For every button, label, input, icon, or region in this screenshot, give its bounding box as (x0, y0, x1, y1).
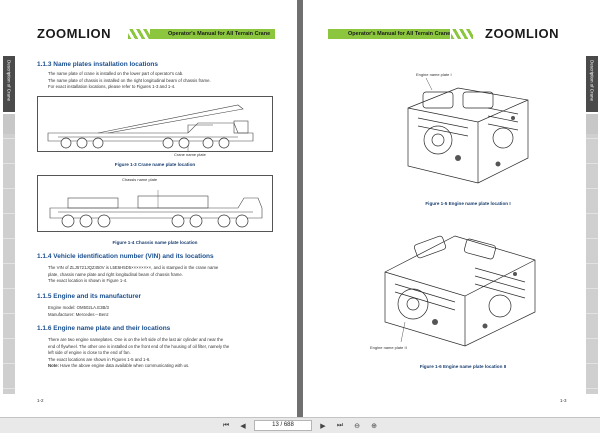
next-page-icon[interactable]: ▶ (320, 422, 326, 430)
text-line: The name plate of crane is installed on … (48, 71, 184, 76)
note-label: Note: (48, 363, 59, 369)
side-tab[interactable]: Description of Crane (3, 56, 15, 112)
section-heading: 1.1.3 Name plates installation locations (37, 61, 159, 68)
paragraph: Engine model: OM502LA.E3B/3 Manufacturer… (48, 305, 272, 318)
crane-illustration (47, 104, 254, 151)
brand-logo: ZOOMLION (485, 26, 560, 41)
side-tab[interactable]: Description of Crane (586, 56, 598, 112)
engine-name-plate-i-label: Engine name plate I (416, 72, 452, 77)
zoom-in-icon[interactable]: ⊕ (371, 422, 377, 430)
section-heading: 1.1.6 Engine name plate and their locati… (37, 325, 171, 332)
text-line: end of flywheel. The other one is instal… (48, 343, 230, 349)
crane-name-plate-label: Crane name plate (174, 152, 206, 157)
paragraph: The VIN of ZLJ5721JQZ450V is L5E6H5D5×××… (48, 265, 272, 285)
text-line: For exact installation locations, please… (48, 84, 176, 90)
page-indicator-input[interactable]: 13 / 688 (254, 420, 312, 431)
crane-drawing (37, 96, 273, 152)
side-tab-segment (3, 114, 15, 394)
first-page-icon[interactable]: ⏮ (222, 421, 230, 429)
note-text: Have the above engine data available whe… (58, 363, 190, 369)
text-line: The name plate of chassis is installed o… (48, 77, 211, 83)
engine-illustration-ii (384, 235, 536, 347)
chassis-illustration (49, 190, 263, 228)
chassis-name-plate-label: Chassis name plate (122, 177, 158, 182)
text-line: The exact locations are shown in Figures… (48, 356, 151, 362)
section-heading: 1.1.5 Engine and its manufacturer (37, 293, 142, 300)
text-line: The VIN of ZLJ5721JQZ450V is L5E6H5D5×××… (48, 265, 219, 270)
header-stripes (451, 29, 473, 39)
brand-logo: ZOOMLION (37, 26, 112, 41)
side-tab-segment (586, 114, 598, 394)
side-tab-label: Description of Crane (589, 60, 595, 102)
viewer-toolbar: ⏮ ◀ 13 / 688 ▶ ⏭ ⊖ ⊕ (0, 417, 600, 433)
manual-title: Operator's Manual for All Terrain Crane (348, 31, 451, 37)
figure-caption: Figure 1-5 Engine name plate location I (425, 201, 511, 206)
text-line: left side of engine is close to the end … (48, 350, 131, 356)
manual-title: Operator's Manual for All Terrain Crane (168, 31, 271, 37)
left-page: ZOOMLION Operator's Manual for All Terra… (0, 0, 297, 417)
side-tab-label: Description of Crane (6, 60, 12, 102)
text-line: The exact location is shown in Figure 1-… (48, 278, 128, 284)
section-heading: 1.1.4 Vehicle identification number (VIN… (37, 253, 214, 260)
zoom-out-icon[interactable]: ⊖ (354, 422, 360, 430)
paragraph: There are two engine nameplates. One is … (48, 337, 272, 370)
engine-name-plate-ii-label: Engine name plate II (370, 345, 407, 350)
text-line: There are two engine nameplates. One is … (48, 337, 224, 342)
figure-caption: Figure 1-3 Crane name plate location (114, 162, 196, 167)
figure-caption: Figure 1-6 Engine name plate location II (419, 364, 507, 369)
page-number: 1-2 (37, 398, 44, 403)
figure-caption: Figure 1-4 Chassis name plate location (112, 240, 198, 245)
text-line: plate, chassis name plate and right long… (48, 271, 183, 277)
text-line: Manufacturer: Mercedes－Benz (48, 311, 109, 317)
page-number: 1-3 (560, 398, 567, 403)
header-title-bar: Operator's Manual for All Terrain Crane (150, 29, 275, 39)
chassis-drawing (37, 175, 273, 232)
note-line: Note: Have the above engine data availab… (48, 363, 272, 370)
engine-illustration-i (407, 78, 529, 184)
header-title-bar: Operator's Manual for All Terrain Crane (328, 29, 450, 39)
text-line: Engine model: OM502LA.E3B/3 (48, 305, 109, 310)
last-page-icon[interactable]: ⏭ (336, 421, 344, 429)
paragraph: The name plate of crane is installed on … (48, 71, 272, 91)
previous-page-icon[interactable]: ◀ (240, 422, 246, 430)
header-stripes (128, 29, 150, 39)
right-page: Operator's Manual for All Terrain Crane … (303, 0, 600, 417)
